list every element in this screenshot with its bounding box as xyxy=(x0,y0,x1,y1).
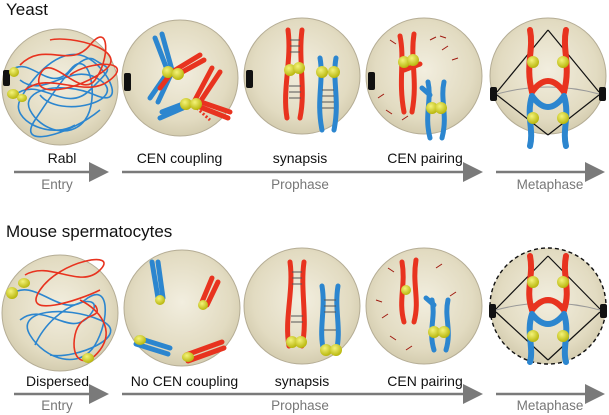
cell-mouse-no-cen-coupling xyxy=(123,249,241,367)
phase-label-mouse-entry: Entry xyxy=(41,398,73,413)
stage-label-yeast-3: synapsis xyxy=(272,150,328,166)
row-title-yeast: Yeast xyxy=(6,0,48,19)
cell-mouse-metaphase xyxy=(489,247,607,365)
phase-label-mouse-metaphase: Metaphase xyxy=(516,398,584,413)
stage-label-yeast-2: CEN coupling xyxy=(136,150,223,166)
stage-label-yeast-1: Rabl xyxy=(47,150,77,166)
stage-label-mouse-1: Dispersed xyxy=(25,373,90,389)
stage-label-yeast-4: CEN pairing xyxy=(387,150,463,166)
phase-label-yeast-prophase: Prophase xyxy=(271,177,329,192)
phase-label-yeast-metaphase: Metaphase xyxy=(516,177,584,192)
phase-label-yeast-entry: Entry xyxy=(41,177,73,192)
cell-yeast-metaphase xyxy=(489,17,607,149)
cell-mouse-synapsis xyxy=(243,247,361,365)
stage-label-mouse-2: No CEN coupling xyxy=(130,373,239,389)
stage-label-mouse-4: CEN pairing xyxy=(387,373,463,389)
stage-label-mouse-3: synapsis xyxy=(274,373,330,389)
cell-yeast-synapsis xyxy=(243,17,361,135)
row-title-mouse: Mouse spermatocytes xyxy=(6,222,173,241)
cell-mouse-dispersed xyxy=(1,254,119,372)
cell-mouse-cen-pairing xyxy=(365,247,483,365)
cell-yeast-cen-coupling xyxy=(121,19,239,137)
cell-yeast-cen-pairing xyxy=(365,17,483,141)
phase-label-mouse-prophase: Prophase xyxy=(271,398,329,413)
cell-yeast-rabl xyxy=(1,28,119,146)
